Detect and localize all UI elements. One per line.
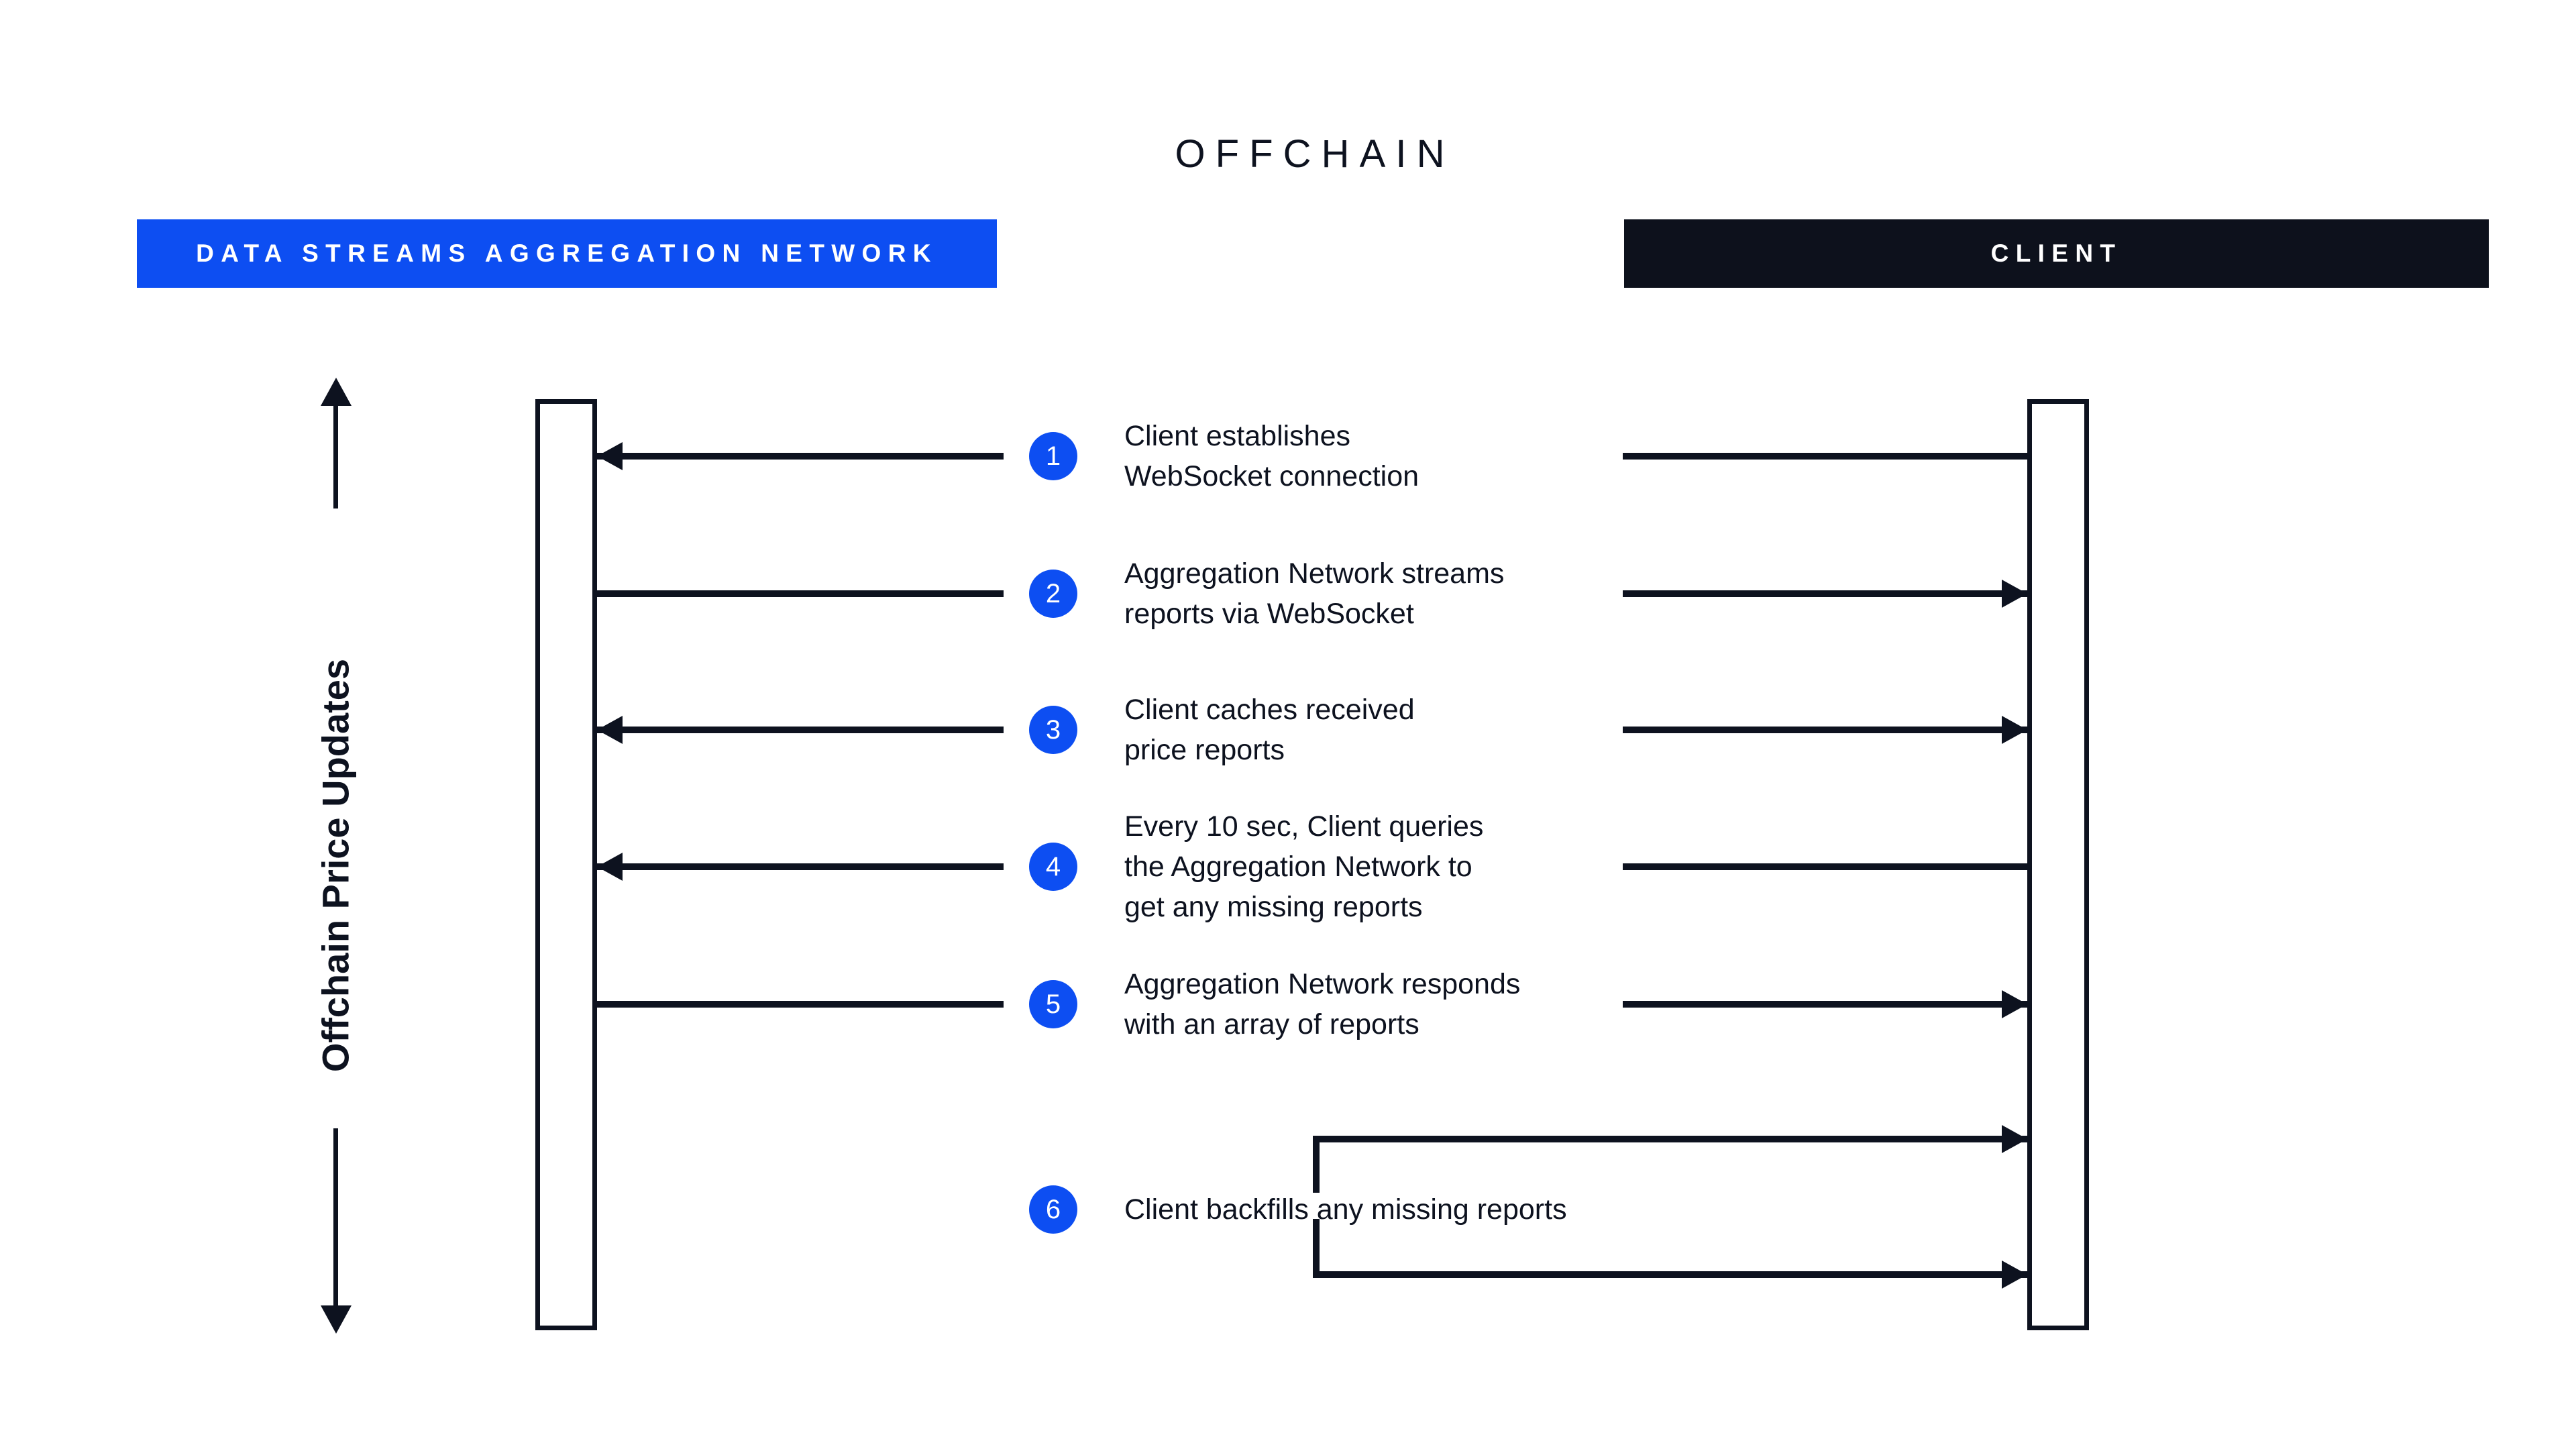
step-description: Every 10 sec, Client queries the Aggrega… xyxy=(1124,810,1484,923)
message-line-left xyxy=(597,1001,1004,1008)
arrowhead-right-icon xyxy=(2002,580,2027,608)
step-number-badge: 3 xyxy=(1029,706,1077,754)
backfill-top-stub xyxy=(1313,1136,1320,1193)
backfill-bottom-stub xyxy=(1313,1219,1320,1276)
axis-upper-line xyxy=(333,401,338,508)
message-line-left xyxy=(597,863,1004,870)
backfill-top-line xyxy=(1313,1136,2027,1142)
arrowhead-left-icon xyxy=(597,716,623,744)
backfill-bottom-line xyxy=(1313,1271,2027,1278)
axis-lower-line xyxy=(333,1128,338,1308)
message-line-right xyxy=(1623,453,2027,460)
axis-arrow-down-icon xyxy=(321,1305,352,1334)
message-line-left xyxy=(597,453,1004,460)
arrowhead-left-icon xyxy=(597,442,623,470)
axis-label: Offchain Price Updates xyxy=(314,658,357,1073)
step-number-badge: 2 xyxy=(1029,570,1077,618)
message-line-left xyxy=(597,727,1004,733)
step-number-badge: 4 xyxy=(1029,843,1077,891)
client-lifeline xyxy=(2027,399,2089,1330)
lane-header-aggregation-network: DATA STREAMS AGGREGATION NETWORK xyxy=(137,219,997,288)
message-line-right xyxy=(1623,863,2027,870)
message-line-right xyxy=(1623,1001,2027,1008)
step-description: Client backfills any missing reports xyxy=(1124,1193,1567,1226)
arrowhead-right-icon xyxy=(2002,990,2027,1018)
step-description: Client establishes WebSocket connection xyxy=(1124,420,1419,492)
step-description: Aggregation Network responds with an arr… xyxy=(1124,968,1521,1040)
arrowhead-right-icon xyxy=(2002,1125,2027,1153)
step-description: Aggregation Network streams reports via … xyxy=(1124,557,1505,630)
step-number-badge: 1 xyxy=(1029,432,1077,480)
arrowhead-right-icon xyxy=(2002,716,2027,744)
step-description: Client caches received price reports xyxy=(1124,694,1415,766)
aggregation-network-lifeline xyxy=(535,399,597,1330)
message-line-right xyxy=(1623,590,2027,597)
step-number-badge: 6 xyxy=(1029,1185,1077,1234)
arrowhead-left-icon xyxy=(597,853,623,881)
diagram-title: OFFCHAIN xyxy=(1175,132,1455,176)
message-line-right xyxy=(1623,727,2027,733)
arrowhead-right-icon xyxy=(2002,1260,2027,1289)
lane-header-client: CLIENT xyxy=(1624,219,2489,288)
step-number-badge: 5 xyxy=(1029,980,1077,1028)
message-line-left xyxy=(597,590,1004,597)
